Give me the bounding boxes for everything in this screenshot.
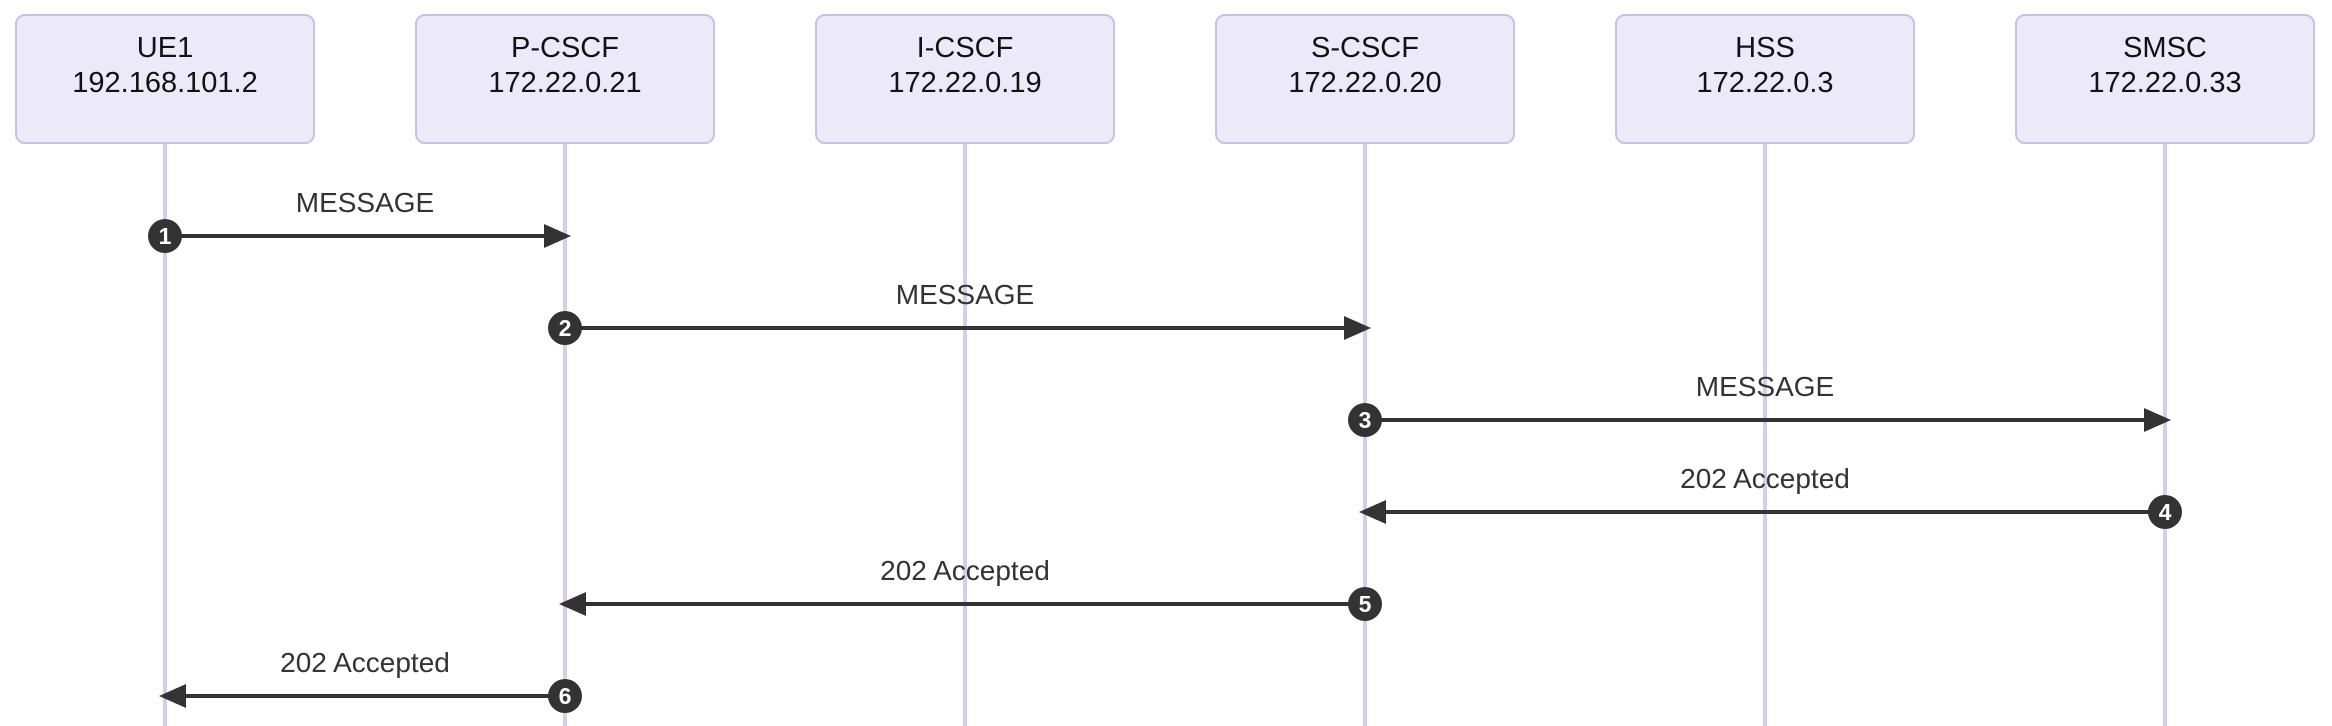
message-label: 202 Accepted — [280, 647, 450, 678]
arrowhead-left-icon — [559, 592, 586, 616]
message-line — [1377, 510, 2165, 514]
sequence-badge: 3 — [1348, 403, 1382, 437]
message-line — [565, 326, 1353, 330]
message-label: 202 Accepted — [880, 555, 1050, 586]
participant-box-hss: HSS 172.22.0.3 — [1615, 14, 1915, 144]
message-label: 202 Accepted — [1680, 463, 1850, 494]
participant-name: P-CSCF — [511, 32, 619, 64]
lifeline-ue1 — [163, 142, 167, 726]
arrowhead-right-icon — [2144, 408, 2171, 432]
participant-address: 192.168.101.2 — [72, 67, 258, 99]
participant-address: 172.22.0.33 — [2088, 67, 2242, 99]
arrowhead-right-icon — [1344, 316, 1371, 340]
participant-box-icscf: I-CSCF 172.22.0.19 — [815, 14, 1115, 144]
participant-address: 172.22.0.20 — [1288, 67, 1442, 99]
participant-box-pcscf: P-CSCF 172.22.0.21 — [415, 14, 715, 144]
message-line — [577, 602, 1365, 606]
participant-box-ue1: UE1 192.168.101.2 — [15, 14, 315, 144]
participant-box-smsc: SMSC 172.22.0.33 — [2015, 14, 2315, 144]
lifeline-smsc — [2163, 142, 2167, 726]
participant-name: S-CSCF — [1311, 32, 1419, 64]
sequence-badge: 4 — [2148, 495, 2182, 529]
lifeline-hss — [1763, 142, 1767, 726]
participant-name: UE1 — [136, 32, 194, 64]
participant-address: 172.22.0.3 — [1696, 67, 1834, 99]
message-label: MESSAGE — [1695, 371, 1835, 402]
lifeline-pcscf — [563, 142, 567, 726]
participant-box-scscf: S-CSCF 172.22.0.20 — [1215, 14, 1515, 144]
sequence-badge: 2 — [548, 311, 582, 345]
message-label: MESSAGE — [895, 279, 1035, 310]
arrowhead-left-icon — [1359, 500, 1386, 524]
message-line — [177, 694, 565, 698]
participant-address: 172.22.0.21 — [488, 67, 642, 99]
lifeline-icscf — [963, 142, 967, 726]
message-label: MESSAGE — [295, 187, 435, 218]
participant-address: 172.22.0.19 — [888, 67, 1042, 99]
sequence-badge: 6 — [548, 679, 582, 713]
arrowhead-left-icon — [159, 684, 186, 708]
sequence-badge: 5 — [1348, 587, 1382, 621]
sequence-badge: 1 — [148, 219, 182, 253]
arrowhead-right-icon — [544, 224, 571, 248]
message-line — [165, 234, 553, 238]
participant-name: HSS — [1735, 32, 1795, 64]
participant-name: I-CSCF — [916, 32, 1014, 64]
message-line — [1365, 418, 2153, 422]
participant-name: SMSC — [2123, 32, 2207, 64]
